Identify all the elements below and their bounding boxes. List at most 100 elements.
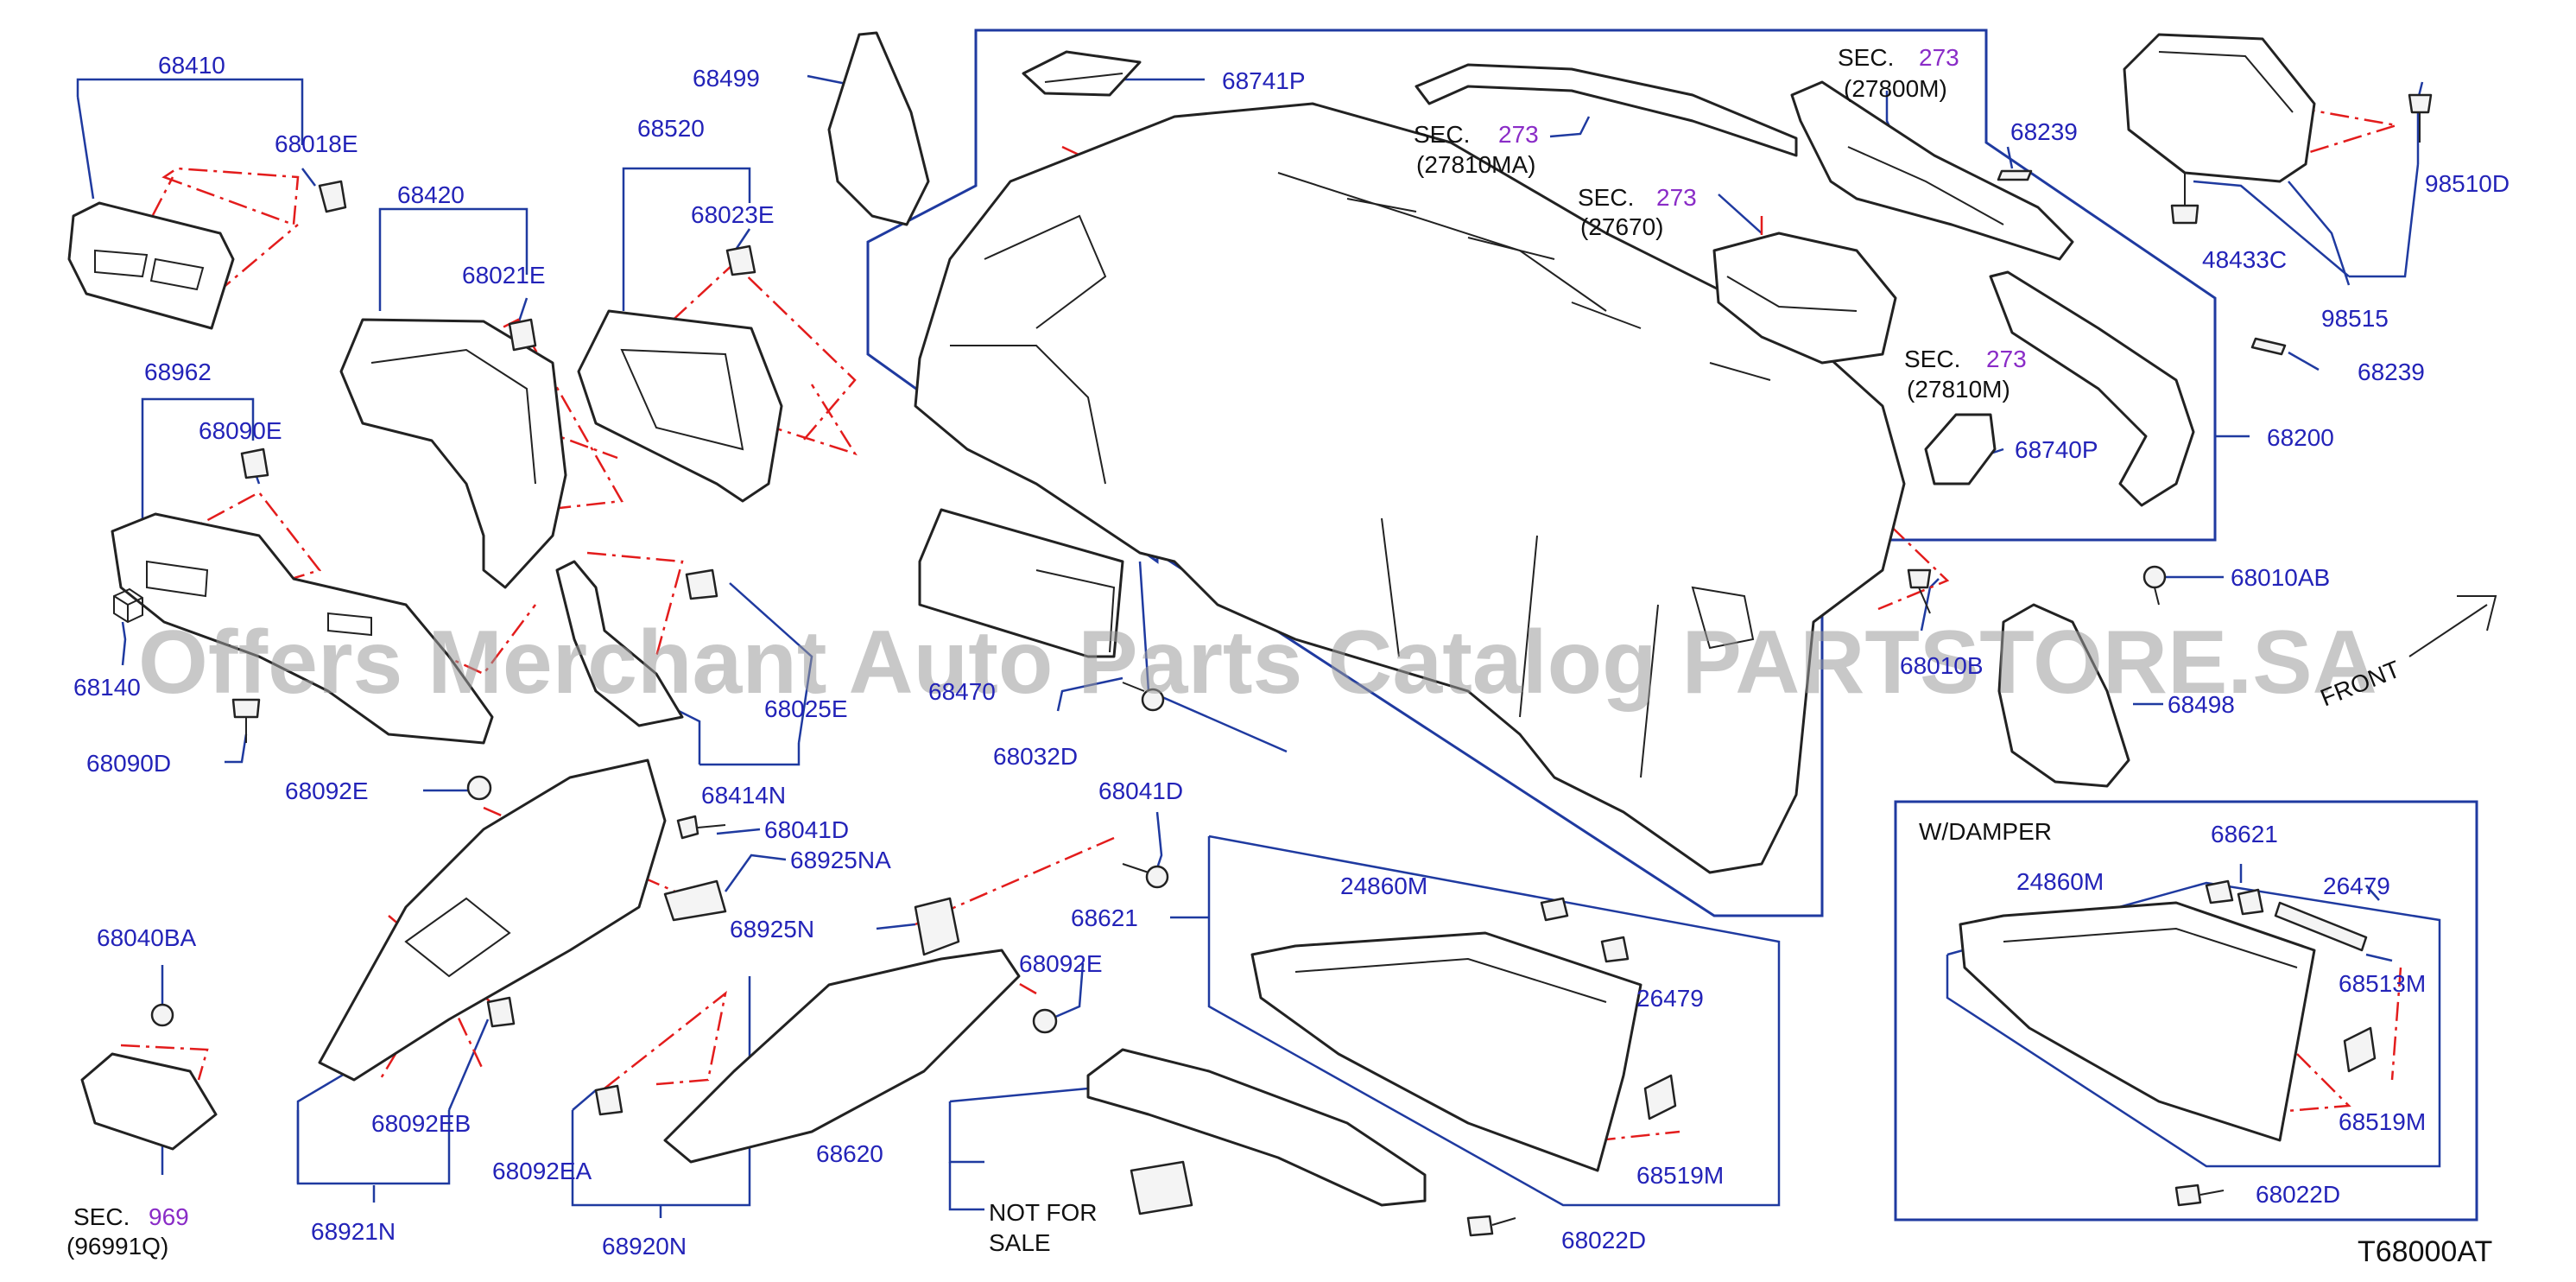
label-68921N[interactable]: 68921N (311, 1218, 396, 1245)
label-68092E-b[interactable]: 68092E (1019, 950, 1103, 977)
label-68920N[interactable]: 68920N (602, 1233, 687, 1260)
damper-68519M-b-icon (2343, 1026, 2377, 1073)
bolt-98510D-icon (2408, 93, 2433, 143)
pin-68092E-a-icon (466, 775, 492, 801)
label-68414N[interactable]: 68414N (701, 782, 786, 809)
sec-code: (27810MA) (1416, 151, 1536, 178)
label-68041D-a[interactable]: 68041D (764, 816, 849, 843)
clip-68021E-icon (508, 318, 537, 352)
label-98510D[interactable]: 98510D (2425, 170, 2510, 197)
label-68092EB[interactable]: 68092EB (371, 1110, 471, 1137)
section-ref-27670[interactable]: SEC. 273 (27670) (1578, 184, 1697, 240)
part-68620-icon (1086, 1048, 1427, 1215)
label-68239-a[interactable]: 68239 (2010, 118, 2078, 145)
part-68200-dashboard-icon (914, 102, 1906, 874)
label-68040BA[interactable]: 68040BA (97, 924, 197, 951)
front-arrow-icon (2408, 595, 2497, 657)
screw-68090D-icon (231, 698, 261, 743)
label-68621-b[interactable]: 68621 (2211, 821, 2278, 847)
section-ref-27800M[interactable]: SEC. 273 (27800M) (1838, 44, 1959, 102)
label-68021E[interactable]: 68021E (462, 262, 546, 289)
clip-68092EB-icon (486, 996, 516, 1028)
sec-prefix: SEC. (1904, 346, 1960, 372)
label-26479-b[interactable]: 26479 (2323, 873, 2390, 899)
label-68925NA[interactable]: 68925NA (790, 847, 891, 873)
label-68022D-a[interactable]: 68022D (1561, 1227, 1646, 1253)
label-68741P[interactable]: 68741P (1222, 67, 1306, 94)
sec-prefix: SEC. (1838, 44, 1894, 71)
label-68200[interactable]: 68200 (2267, 424, 2334, 451)
lamp-26479-b-icon (2237, 888, 2264, 916)
section-ref-27810MA[interactable]: SEC. 273 (27810MA) (1414, 121, 1539, 178)
label-68010AB[interactable]: 68010AB (2231, 564, 2330, 591)
label-26479-a[interactable]: 26479 (1636, 985, 1704, 1012)
screw-68022D-b-icon (2174, 1184, 2225, 1207)
lamp-26479-a-icon (1600, 936, 1630, 963)
label-68140[interactable]: 68140 (73, 674, 141, 701)
label-68740P[interactable]: 68740P (2015, 436, 2098, 463)
label-68092E-a[interactable]: 68092E (285, 777, 369, 804)
duct-27810MA-icon (1415, 63, 1798, 157)
watermark-text: Offers Merchant Auto Parts Catalog PARTS… (138, 612, 2377, 713)
label-68239-b[interactable]: 68239 (2358, 359, 2425, 385)
label-68620[interactable]: 68620 (816, 1140, 883, 1167)
part-68921N-icon (318, 758, 667, 1082)
clip-68090E-icon (240, 447, 269, 479)
part-68925N-icon (914, 897, 960, 956)
label-68022D-b[interactable]: 68022D (2256, 1181, 2340, 1208)
label-48433C[interactable]: 48433C (2202, 246, 2287, 273)
clip-68092EA-icon (594, 1084, 623, 1116)
section-references: SEC. 273 (27810MA) SEC. 273 (27670) SEC.… (66, 44, 2027, 1260)
label-68519M-a[interactable]: 68519M (1636, 1162, 1724, 1189)
screw-68022D-a-icon (1466, 1215, 1516, 1237)
label-24860M-a[interactable]: 24860M (1340, 873, 1427, 899)
sec-code: (27810M) (1907, 376, 2010, 403)
section-ref-96991Q[interactable]: SEC. 969 (96991Q) (66, 1203, 189, 1260)
part-68239-b-icon (2250, 337, 2287, 356)
label-68470[interactable]: 68470 (928, 678, 996, 705)
label-68041D-b[interactable]: 68041D (1098, 777, 1183, 804)
label-68410[interactable]: 68410 (158, 52, 225, 79)
label-68925N[interactable]: 68925N (730, 916, 814, 942)
pin-68092E-b-icon (1032, 1008, 1058, 1034)
label-68023E[interactable]: 68023E (691, 201, 775, 228)
switch-24860M-b-icon (2205, 879, 2234, 904)
not-for-sale-note-line1: NOT FOR (989, 1199, 1097, 1226)
sec-number: 273 (1498, 121, 1539, 148)
clip-68023E-icon (725, 244, 756, 276)
label-68090D[interactable]: 68090D (86, 750, 171, 777)
label-68090E[interactable]: 68090E (199, 417, 282, 444)
label-68010B[interactable]: 68010B (1900, 652, 1984, 679)
label-68018E[interactable]: 68018E (275, 130, 358, 157)
part-drawings (67, 31, 2497, 1237)
part-68621-a-icon (1250, 931, 1642, 1172)
sec-code: (96991Q) (66, 1233, 168, 1260)
label-68092EA[interactable]: 68092EA (492, 1158, 592, 1184)
label-68498[interactable]: 68498 (2168, 691, 2235, 718)
part-68741P-icon (1022, 50, 1142, 97)
sec-code: (27800M) (1844, 75, 1947, 102)
part-68962-icon (111, 512, 494, 745)
screw-68041D-a-icon (676, 815, 726, 840)
label-68513M[interactable]: 68513M (2339, 970, 2426, 997)
label-24860M-b[interactable]: 24860M (2016, 868, 2104, 895)
label-68962[interactable]: 68962 (144, 359, 212, 385)
section-ref-27810M[interactable]: SEC. 273 (27810M) (1904, 346, 2027, 403)
sec-number: 969 (149, 1203, 189, 1230)
label-68420[interactable]: 68420 (397, 181, 465, 208)
label-68519M-b[interactable]: 68519M (2339, 1108, 2426, 1135)
duct-27810M-icon (1989, 270, 2195, 507)
sec-prefix: SEC. (1414, 121, 1470, 148)
label-68499[interactable]: 68499 (693, 65, 760, 92)
label-68621-a[interactable]: 68621 (1071, 904, 1138, 931)
screw-68010B-icon (1907, 568, 1932, 614)
part-68239-a-icon (1997, 169, 2033, 181)
label-68025E[interactable]: 68025E (764, 695, 848, 722)
label-68032D[interactable]: 68032D (993, 743, 1078, 770)
label-68520[interactable]: 68520 (637, 115, 705, 142)
label-98515[interactable]: 98515 (2321, 305, 2389, 332)
part-68040BA-icon (80, 1003, 218, 1151)
part-68621-b-icon (1959, 901, 2316, 1142)
sec-prefix: SEC. (1578, 184, 1634, 211)
